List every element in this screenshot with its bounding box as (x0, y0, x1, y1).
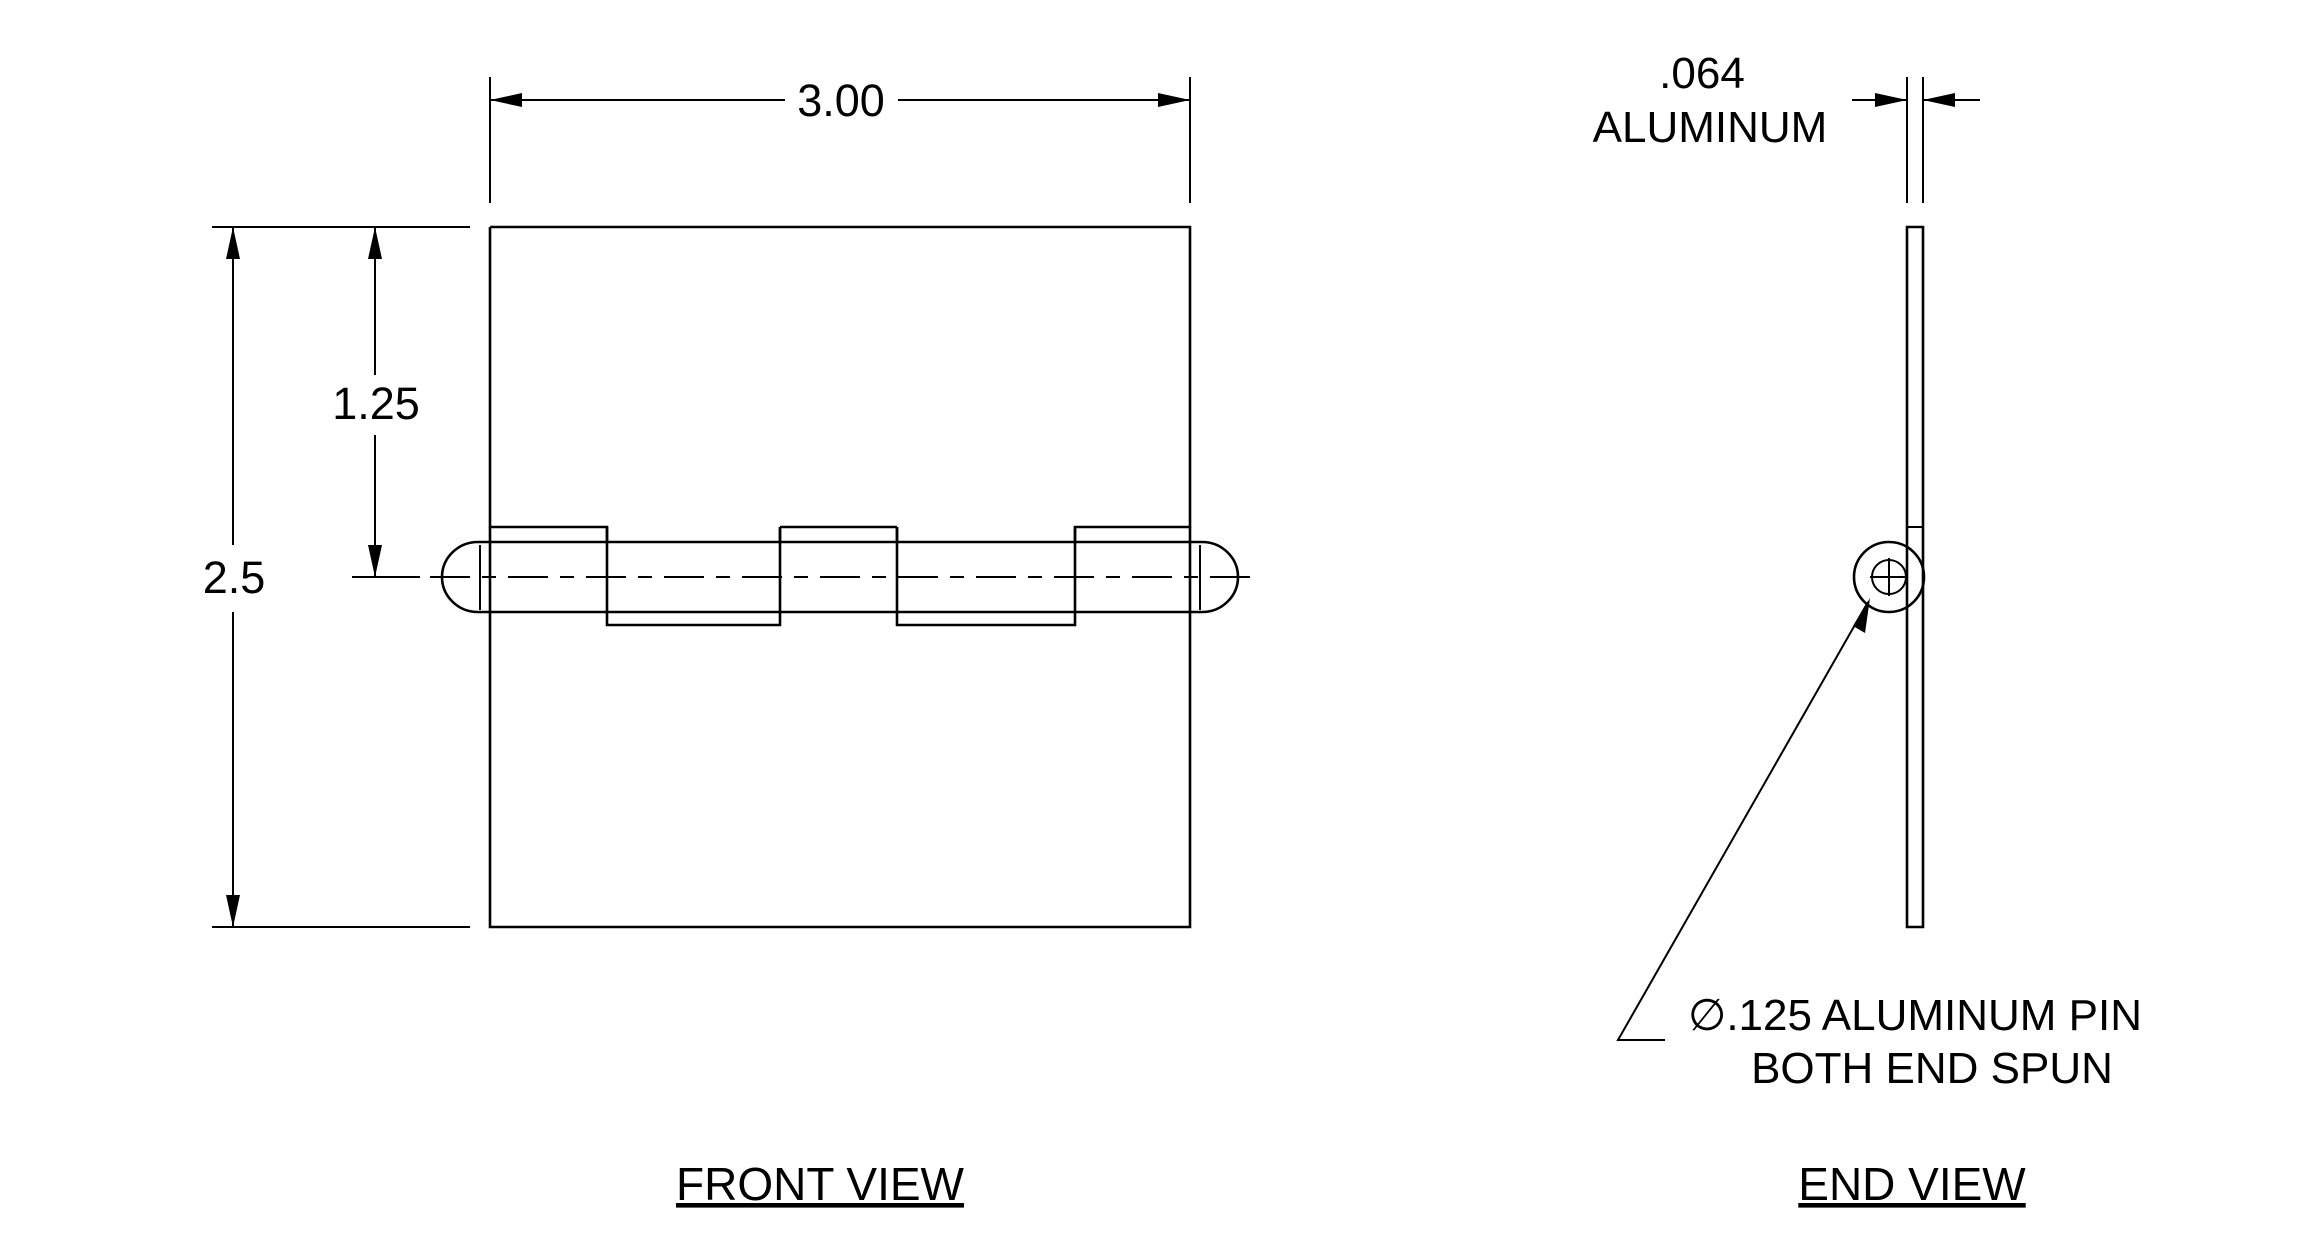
leaf-edge-outline (1905, 225, 1925, 929)
thickness-material-text: ALUMINUM (1593, 103, 1828, 152)
lower-leaf-outline (488, 620, 1192, 929)
half-height-arrow-top (368, 227, 382, 259)
height-arrow-top (226, 227, 240, 259)
front-view: 3.00 2.5 1.25 FRONT VIEW (203, 75, 1260, 1210)
width-arrow-left (490, 93, 522, 107)
upper-leaf-outline (488, 225, 1192, 542)
width-dim-text: 3.00 (797, 75, 885, 126)
pin-note-line1-text: .125 ALUMINUM PIN (1726, 991, 2142, 1040)
thickness-value-text: .064 (1659, 49, 1745, 98)
front-view-label: FRONT VIEW (676, 1158, 965, 1210)
end-view-label: END VIEW (1798, 1158, 2026, 1210)
half-height-arrow-bottom (368, 545, 382, 577)
pin-barrel-circle (1852, 540, 1926, 614)
width-arrow-right (1158, 93, 1190, 107)
height-arrow-bottom (226, 895, 240, 927)
diameter-symbol: ∅ (1688, 991, 1726, 1040)
thickness-arrow-right (1923, 93, 1955, 107)
end-view: .064 ALUMINUM ∅.125 ALUMINUM PIN BOTH EN… (1593, 49, 2142, 1210)
pin-note-leader (1616, 601, 1869, 1041)
height-dim-text: 2.5 (203, 552, 266, 603)
thickness-arrow-left (1875, 93, 1907, 107)
pin-note-arrow (1853, 598, 1870, 633)
pin-note-line2: BOTH END SPUN (1751, 1044, 2113, 1093)
pin-note-line1: ∅.125 ALUMINUM PIN (1688, 991, 2142, 1040)
half-height-dim-text: 1.25 (332, 378, 420, 429)
